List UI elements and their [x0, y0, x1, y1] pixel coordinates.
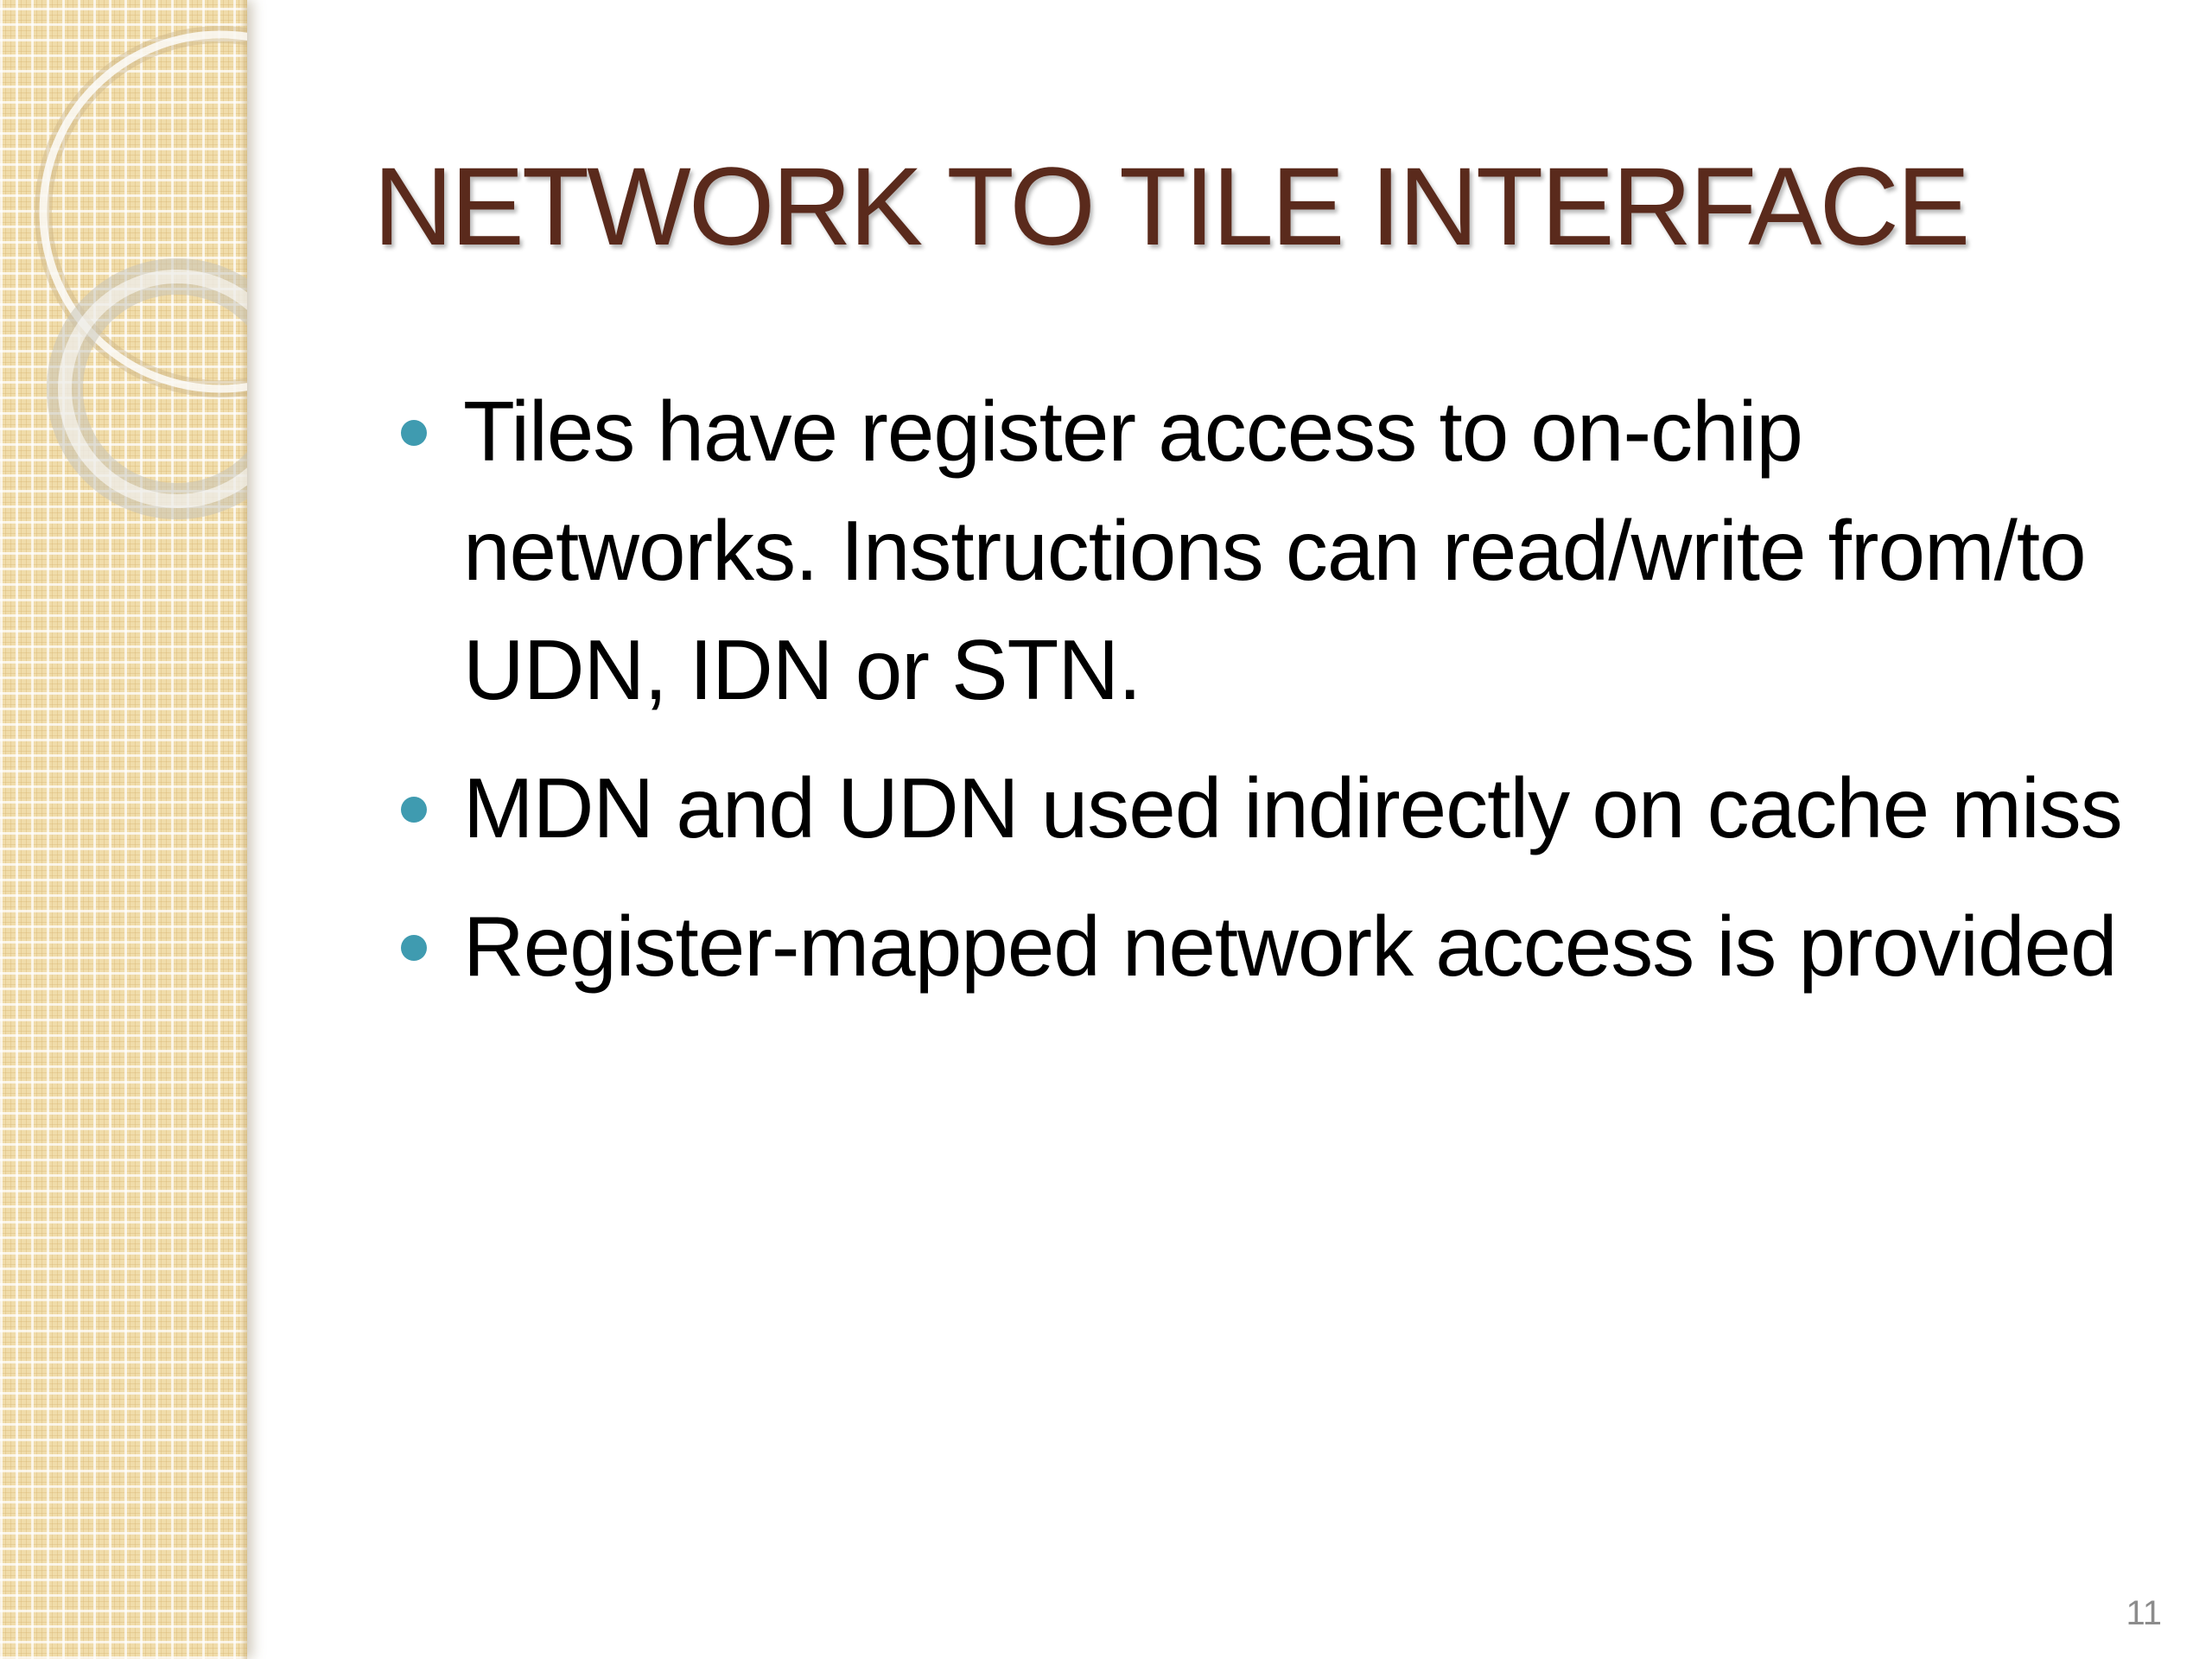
- bullet-item: Tiles have register access to on-chip ne…: [389, 372, 2169, 729]
- bullet-dot-icon: [401, 797, 427, 823]
- slide-title: NETWORK TO TILE INTERFACE: [373, 145, 1970, 269]
- bullet-text: MDN and UDN used indirectly on cache mis…: [463, 760, 2123, 855]
- bullet-text: Register-mapped network access is provid…: [463, 899, 2117, 994]
- bullet-item: MDN and UDN used indirectly on cache mis…: [389, 748, 2169, 868]
- bullet-dot-icon: [401, 420, 427, 446]
- bullet-dot-icon: [401, 935, 427, 961]
- bullet-item: Register-mapped network access is provid…: [389, 887, 2169, 1006]
- bullet-text: Tiles have register access to on-chip ne…: [463, 384, 2087, 717]
- page-number: 11: [2126, 1594, 2162, 1632]
- ring-ornament-icon: [35, 26, 247, 519]
- bullet-list: Tiles have register access to on-chip ne…: [389, 372, 2169, 1025]
